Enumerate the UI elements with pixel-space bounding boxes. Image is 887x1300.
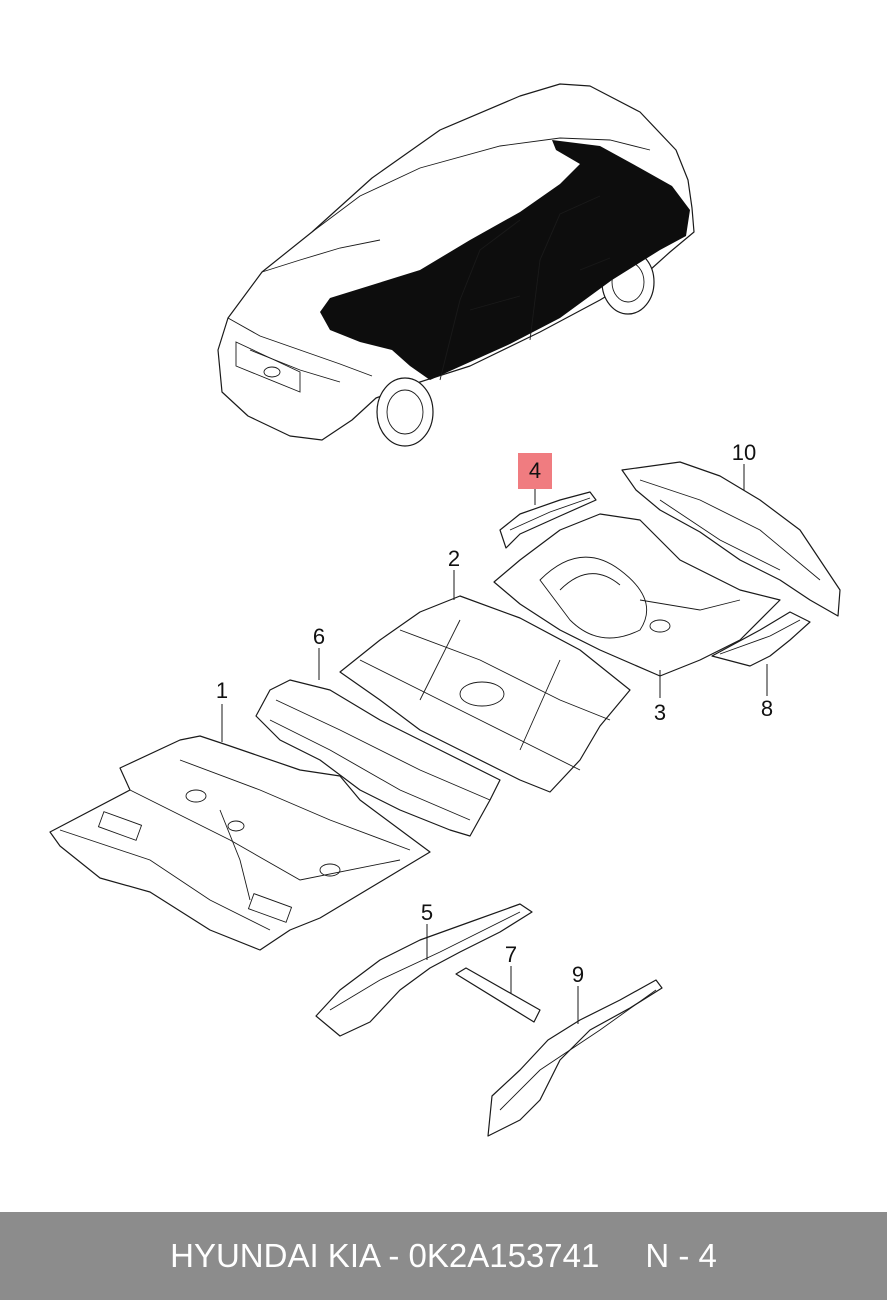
leader-lines xyxy=(221,464,768,1024)
part-side-member-rear xyxy=(487,979,663,1137)
part-bracket xyxy=(711,611,811,667)
callout-4: 4 xyxy=(529,458,541,483)
callout-3: 3 xyxy=(654,700,666,725)
part-small-rail xyxy=(455,967,541,1023)
part-panel xyxy=(499,491,597,549)
callout-1: 1 xyxy=(216,678,228,703)
part-side-member xyxy=(315,903,533,1037)
part-crossmember xyxy=(255,679,501,837)
callout-4-highlight xyxy=(518,453,552,489)
part-center-floor xyxy=(339,595,631,793)
diagram-reference: N - 4 xyxy=(645,1237,717,1274)
callout-2: 2 xyxy=(448,546,460,571)
callout-9: 9 xyxy=(572,962,584,987)
callout-10: 10 xyxy=(732,440,756,465)
vehicle-illustration xyxy=(217,83,695,447)
callout-7: 7 xyxy=(505,942,517,967)
floor-highlight xyxy=(320,140,690,380)
callout-8: 8 xyxy=(761,696,773,721)
parts-diagram: 1 2 3 4 5 6 7 8 9 10 xyxy=(49,83,841,1137)
callout-5: 5 xyxy=(421,900,433,925)
callout-6: 6 xyxy=(313,624,325,649)
callouts: 1 2 3 4 5 6 7 8 9 10 xyxy=(216,440,773,987)
part-rear-panel xyxy=(621,461,841,617)
part-front-floor xyxy=(49,735,431,951)
part-number-footer: HYUNDAI KIA - 0K2A153741 N - 4 xyxy=(0,1212,887,1300)
part-number-text: HYUNDAI KIA - 0K2A153741 xyxy=(170,1237,600,1274)
part-rear-floor xyxy=(493,513,781,677)
